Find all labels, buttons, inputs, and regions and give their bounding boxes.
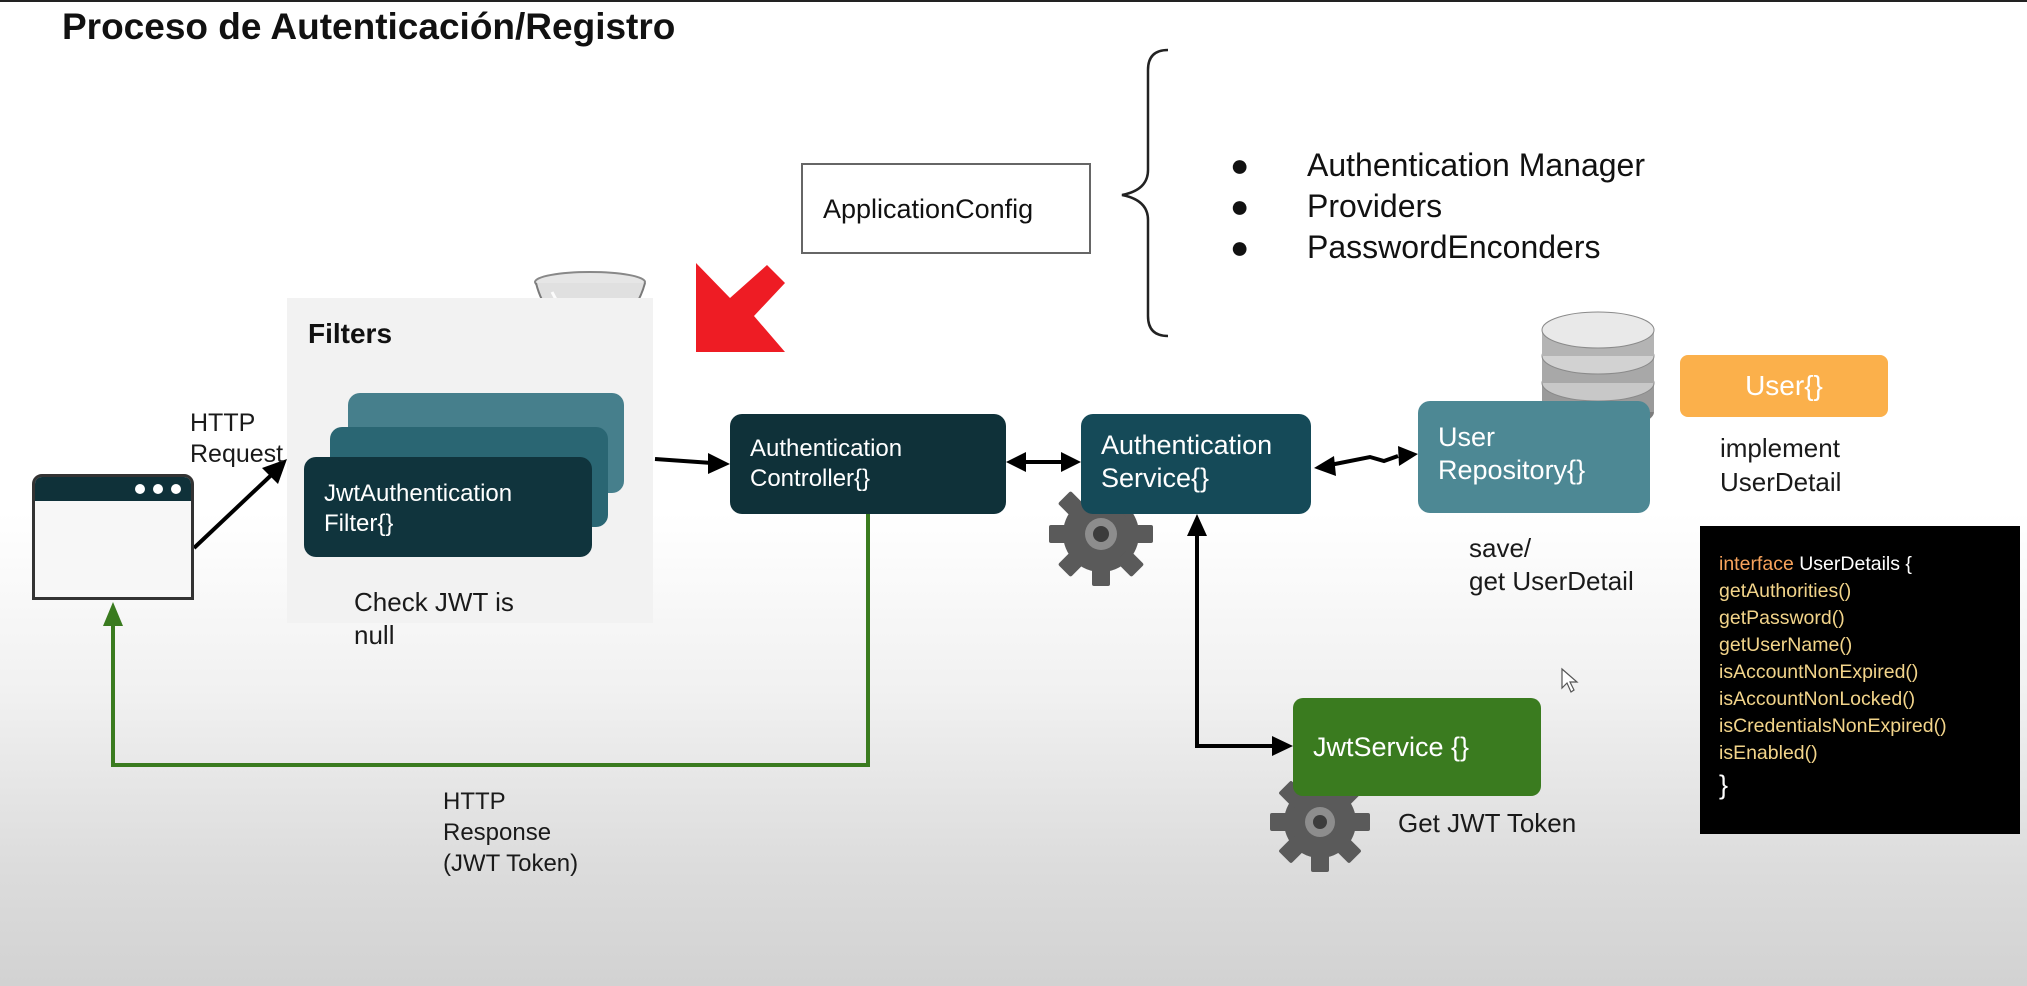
authentication-service-box: Authentication Service{} <box>1081 414 1311 514</box>
user-note-line: UserDetail <box>1720 467 1842 497</box>
code-interface-name: UserDetails { <box>1799 553 1912 575</box>
service-repo-link <box>1329 454 1399 467</box>
user-note: implement UserDetail <box>1720 431 1841 499</box>
browser-title-bar <box>35 477 191 501</box>
controller-service-arrowhead-right <box>1061 452 1081 472</box>
red-pointer-arrow-icon <box>696 263 785 352</box>
http-response-line: Response <box>443 819 552 846</box>
code-method: getPassword() <box>1719 607 1845 629</box>
service-jwt-arrowhead-up <box>1187 514 1207 536</box>
check-jwt-line: null <box>354 620 395 650</box>
request-arrow <box>192 462 285 550</box>
http-response-line: HTTP <box>443 788 506 815</box>
controller-line: Authentication <box>750 435 903 462</box>
code-method: isAccountNonExpired() <box>1719 661 1919 683</box>
code-method: getAuthorities() <box>1719 580 1852 602</box>
service-jwt-link <box>1195 532 1277 748</box>
code-signature: interface UserDetails { <box>1719 551 2020 578</box>
user-entity-box: User{} <box>1680 355 1888 417</box>
check-jwt-label: Check JWT is null <box>354 586 514 652</box>
controller-line: Controller{} <box>750 465 871 492</box>
config-curly-brace <box>1121 48 1169 338</box>
config-list-item: ● Authentication Manager <box>1230 145 1645 186</box>
top-border <box>0 0 2027 2</box>
config-item-label: PasswordEnconders <box>1307 229 1601 265</box>
config-list-item: ● PasswordEnconders <box>1230 227 1645 268</box>
http-request-line: Request <box>190 440 284 468</box>
repository-note-line: get UserDetail <box>1469 566 1634 596</box>
repository-note-line: save/ <box>1469 533 1532 563</box>
user-note-line: implement <box>1720 433 1840 463</box>
page-title: Proceso de Autenticación/Registro <box>62 6 676 47</box>
config-list-item: ● Providers <box>1230 186 1645 227</box>
repository-line: Repository{} <box>1438 455 1586 485</box>
response-arrowhead <box>103 602 123 626</box>
code-method: isEnabled() <box>1719 742 1818 764</box>
service-line: Service{} <box>1101 463 1210 493</box>
service-repo-arrowhead-left <box>1314 456 1336 476</box>
service-line: Authentication <box>1101 430 1273 460</box>
code-method: isAccountNonLocked() <box>1719 688 1916 710</box>
filter-name-line: Filter{} <box>324 510 394 537</box>
code-method: isCredentialsNonExpired() <box>1719 715 1947 737</box>
authentication-controller-box: Authentication Controller{} <box>730 414 1006 514</box>
code-method: getUserName() <box>1719 634 1853 656</box>
filters-title: Filters <box>308 318 393 349</box>
bullet-icon: ● <box>1230 188 1250 224</box>
filter-name-line: JwtAuthentication <box>324 480 513 507</box>
config-item-label: Providers <box>1307 188 1443 224</box>
application-config-box: ApplicationConfig <box>801 163 1091 254</box>
http-response-line: (JWT Token) <box>443 850 579 877</box>
controller-service-arrowhead-left <box>1006 452 1026 472</box>
http-response-label: HTTP Response (JWT Token) <box>443 786 578 879</box>
check-jwt-line: Check JWT is <box>354 587 514 617</box>
user-repository-box: User Repository{} <box>1418 401 1650 513</box>
application-config-list: ● Authentication Manager ● Providers ● Pass… <box>1230 145 1645 268</box>
jwt-token-note: Get JWT Token <box>1398 808 1577 838</box>
browser-dot <box>171 484 181 494</box>
code-closing-brace: } <box>1719 770 1729 800</box>
browser-dot <box>135 484 145 494</box>
filter-to-controller-arrowhead <box>708 453 730 474</box>
bullet-icon: ● <box>1230 229 1250 265</box>
browser-dot <box>153 484 163 494</box>
service-jwt-arrowhead-right <box>1272 736 1293 756</box>
repository-line: User <box>1438 422 1496 452</box>
jwt-authentication-filter-box: JwtAuthentication Filter{} <box>304 457 592 557</box>
mouse-cursor-icon <box>1561 667 1579 693</box>
config-item-label: Authentication Manager <box>1307 147 1645 183</box>
http-request-label: HTTP Request <box>190 408 283 470</box>
repository-note: save/ get UserDetail <box>1469 532 1634 598</box>
user-details-code-panel: interface UserDetails { getAuthorities()… <box>1700 526 2020 834</box>
jwt-service-box: JwtService {} <box>1293 698 1541 796</box>
code-keyword: interface <box>1719 553 1794 575</box>
http-request-line: HTTP <box>190 409 256 437</box>
bullet-icon: ● <box>1230 147 1250 183</box>
filter-to-controller-arrow <box>654 457 713 465</box>
browser-window-icon <box>32 474 194 600</box>
service-repo-arrowhead-right <box>1398 446 1418 466</box>
